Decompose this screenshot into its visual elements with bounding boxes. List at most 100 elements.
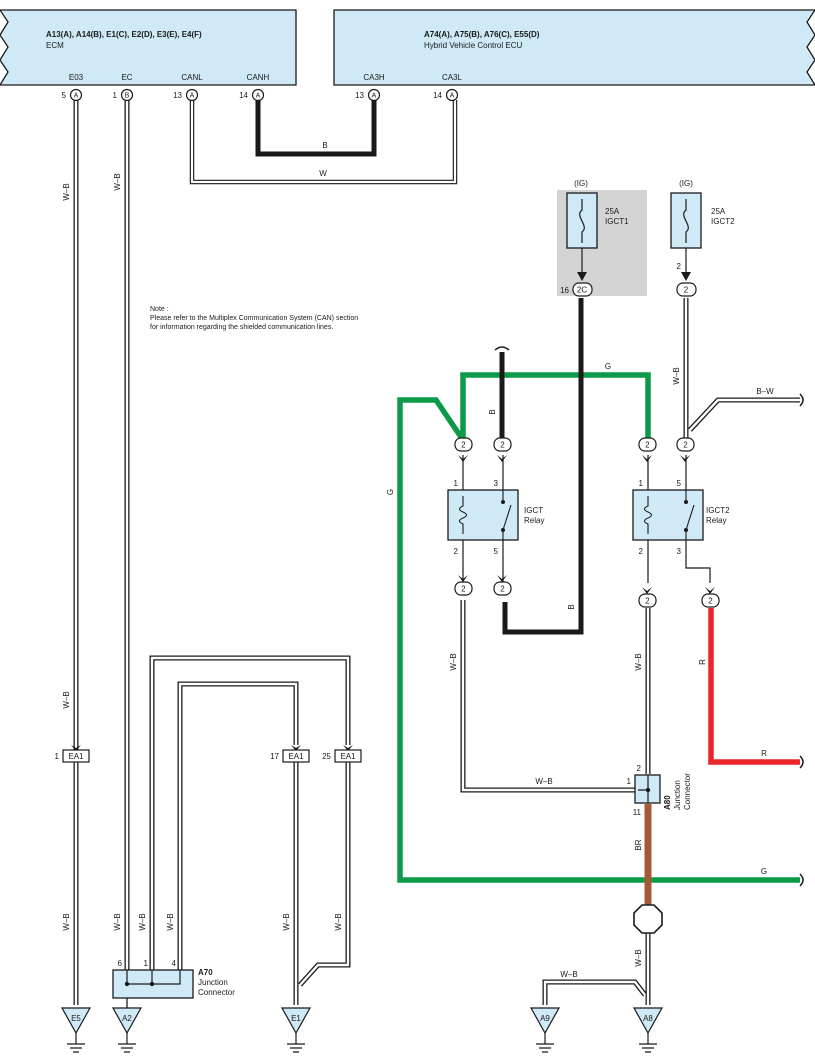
relay-conn-pin-c: 2 [645,441,650,450]
fuse-igct1-pin: 16 [560,286,569,295]
a70-pin-1: 1 [144,959,149,968]
pin-arrows [458,455,715,594]
wire-label-b-3: B [567,604,576,609]
fuse-igct1-conn: 2C [577,286,587,295]
a80-pin-11: 11 [633,808,642,817]
wire-label-wb-2: W–B [113,173,122,190]
wire-label-g-3: G [761,867,767,876]
ground-a2-label: A2 [122,1014,132,1023]
wire-label-wb-4: W–B [62,913,71,930]
wire-label-wb-15: W–B [560,970,577,979]
relay-conn-pin-e: 2 [461,585,466,594]
hv-ca3l-pin: 14 [433,91,442,100]
fuse-igct1-element-icon [579,199,585,243]
ecm-e03-conn: A [74,93,79,100]
ground-a9: A9 [529,1007,561,1053]
hv-ecu-box: A74(A), A75(B), A76(C), E55(D) Hybrid Ve… [333,9,815,86]
fuse-igct2-rating: 25A [711,207,726,216]
a70-pin-6: 6 [118,959,123,968]
wire-label-r-2: R [761,749,767,758]
relay-conn-pin-g: 2 [645,597,650,606]
fuse-igct1: (IG) 25A IGCT1 2C 16 [557,179,647,297]
relay-igct-name: IGCT [524,506,543,515]
wire-label-wb-13: W–B [535,777,552,786]
fuse-igct2-supply: (IG) [679,179,693,188]
wire-label-g-1: G [386,489,395,495]
wire-label-b: B [322,141,327,150]
wire-label-wb-1: W–B [62,183,71,200]
a70-line2: Connector [198,988,235,997]
wire-igct-to-a80 [460,600,638,793]
a80-pin-1: 1 [627,777,632,786]
wire-r [708,608,800,765]
ecu-terminal-pins: A 5 B 1 A 13 A 14 A 13 A 14 [62,88,459,102]
relay-igct-suffix: Relay [524,516,544,525]
note-line-2: for information regarding the shielded c… [150,324,333,331]
wire-label-wb-3: W–B [62,691,71,708]
ecm-canl-pin: 13 [173,91,182,100]
ground-e5-icon [67,1033,85,1053]
wire-b-igct1 [502,298,584,635]
relay-igct2-name: IGCT2 [706,506,730,515]
wire-label-wb-6: W–B [138,913,147,930]
hv-terminal-ca3h: CA3H [363,73,385,82]
wire-label-br: BR [634,839,643,850]
wire-bw [688,397,800,432]
ea1-connectors: EA1 1 EA1 17 EA1 25 [55,745,362,763]
fuse-igct2-name: IGCT2 [711,217,735,226]
fuse-igct2-conn: 2 [684,286,689,295]
fuse-igct1-supply: (IG) [574,179,588,188]
hv-ca3l-conn: A [450,93,455,100]
relay-conn-pin-a: 2 [461,441,466,450]
wire-label-wb-12: W–B [634,653,643,670]
relay-conn-pin-b: 2 [500,441,505,450]
ecm-box: A13(A), A14(B), E1(C), E2(D), E3(E), E4(… [0,9,297,86]
relay-igct2-switch-icon [685,490,695,540]
relay-igct2-pin-5: 5 [677,479,682,488]
relay-igct2-coil-icon [643,496,653,534]
ground-a9-label: A9 [540,1014,550,1023]
ea1-label-17: EA1 [288,752,304,761]
wire-label-wb-5: W–B [113,913,122,930]
fuse-igct1-name: IGCT1 [605,217,629,226]
ea1-pin-25: 25 [322,752,331,761]
note-heading: Note : [150,306,169,313]
ground-e1-icon [287,1033,305,1053]
ecm-terminal-canh: CANH [247,73,270,82]
wire-a9-to-a8 [542,979,647,1005]
wire-label-b-2: B [488,409,497,414]
relay-igct2-pin-2: 2 [639,547,644,556]
relay-igct2-suffix: Relay [706,516,726,525]
relay-igct-switch-icon [502,490,512,540]
wire-can-b [255,100,377,157]
ground-a2: A2 [111,1007,143,1053]
ecm-terminal-canl: CANL [181,73,203,82]
hv-ecu-title: A74(A), A75(B), A76(C), E55(D) [424,30,540,39]
fuse-igct2-pin: 2 [677,262,682,271]
wire-label-r-1: R [698,659,707,665]
wire-label-g-2: G [605,362,611,371]
wire-label-wb-11: W–B [449,653,458,670]
ecm-canl-conn: A [190,93,195,100]
ground-a8-icon [639,1033,657,1053]
relay-igct-pin-3: 3 [494,479,499,488]
fuse-igct2: (IG) 25A IGCT2 2 2 [670,179,735,297]
a70-line1: Junction [198,978,228,987]
relay-igct2-pin-3: 3 [677,547,682,556]
ecm-terminal-e03: E03 [69,73,84,82]
a70-id: A70 [198,968,213,977]
wire-label-wb-8: W–B [282,913,291,930]
a80-junction-connector: 2 1 11 A80 Junction Connector [627,764,692,817]
ecm-title: A13(A), A14(B), E1(C), E2(D), E3(E), E4(… [46,30,202,39]
wire-label-wb-14: W–B [634,949,643,966]
relay-igct2-pin-1: 1 [639,479,644,488]
a80-line2: Connector [683,773,692,810]
ground-e5-label: E5 [71,1014,81,1023]
relay-conn-pin-d: 2 [683,441,688,450]
ea1-label-1: EA1 [68,752,84,761]
wire-a70-to-ea1-17 [177,681,299,970]
ecm-canh-pin: 14 [239,91,248,100]
fuse-igct2-element-icon [683,199,689,243]
wire-ea1-to-e1 [293,762,351,1005]
